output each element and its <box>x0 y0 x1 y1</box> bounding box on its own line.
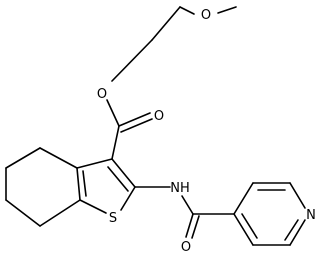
bond-c3-c2 <box>111 158 136 188</box>
bond-pyr-n-c6-inner <box>284 219 299 241</box>
bond-c4-c5 <box>5 147 41 169</box>
bond-carbonyl-c-o-1 <box>118 112 151 127</box>
bond-s-c7a <box>79 199 107 214</box>
bond-o-ch2 <box>179 6 195 15</box>
atom-o-methoxy: O <box>201 8 211 23</box>
bond-ch2-ch2 <box>151 6 181 41</box>
bond-c3-c2-inner <box>107 166 129 192</box>
bond-oester-carbonyl-c <box>106 99 120 127</box>
bond-pyr-c4-c3 <box>233 182 254 215</box>
bond-c7a-c3a-inner <box>82 170 87 197</box>
bond-amide-c-o-2 <box>191 215 200 239</box>
bond-c3a-c3 <box>76 158 113 169</box>
bond-c3a-c4 <box>39 147 78 169</box>
bond-c2-s <box>120 186 136 211</box>
atom-nh-amide: NH <box>170 181 190 196</box>
bond-nh-amide-c <box>181 195 194 215</box>
bond-carbonyl-c-c3 <box>111 125 120 160</box>
bond-amide-c-o-1 <box>185 213 194 238</box>
bond-pyr-n-c6 <box>289 219 306 246</box>
bond-pyr-c5-c4-inner <box>241 213 258 239</box>
bond-c7a-c3a <box>76 167 81 201</box>
bond-c7-c7a <box>39 199 81 227</box>
bond-carbonyl-c-o-2 <box>120 118 153 133</box>
bond-c6-c7 <box>5 199 41 227</box>
atom-s-thiophene: S <box>109 211 117 226</box>
bond-pyr-c2-n <box>289 182 306 209</box>
atom-o-ester-carbonyl: O <box>154 109 164 124</box>
atom-o-amide: O <box>181 240 191 255</box>
atom-o-ester-single: O <box>97 87 107 102</box>
bond-pyr-c5-c4 <box>233 213 254 246</box>
bond-ch2-oester <box>111 39 153 82</box>
bond-methyl-o <box>217 6 237 14</box>
atom-n-pyridine: N <box>306 208 316 223</box>
